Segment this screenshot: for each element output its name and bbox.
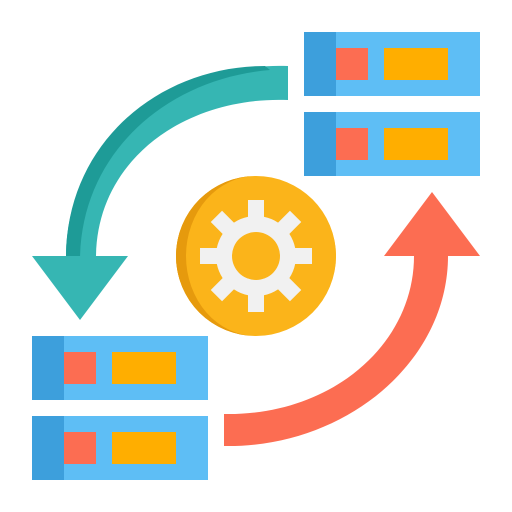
server-led <box>336 128 368 160</box>
coral-arrow-head <box>384 192 480 256</box>
server-led <box>64 352 96 384</box>
gear-cog <box>200 200 312 312</box>
teal-arrow-shadow <box>66 66 270 258</box>
teal-arrow-shaft <box>66 65 288 258</box>
server-unit <box>32 336 208 400</box>
server-slot <box>384 128 448 160</box>
server-stack-bottom-left <box>32 336 208 480</box>
server-slot <box>384 48 448 80</box>
teal-arrow-head <box>32 256 128 320</box>
coral-arrow-icon <box>224 192 480 447</box>
server-slot <box>112 352 176 384</box>
server-led <box>336 48 368 80</box>
gear-hub <box>232 232 280 280</box>
server-unit <box>32 416 208 480</box>
server-stack-top-right <box>304 32 480 176</box>
coral-arrow-shaft <box>224 256 448 447</box>
server-led <box>64 432 96 464</box>
server-slot <box>112 432 176 464</box>
server-unit <box>304 32 480 96</box>
server-unit <box>304 112 480 176</box>
teal-arrow-icon <box>32 65 288 320</box>
gear-icon <box>176 176 336 336</box>
